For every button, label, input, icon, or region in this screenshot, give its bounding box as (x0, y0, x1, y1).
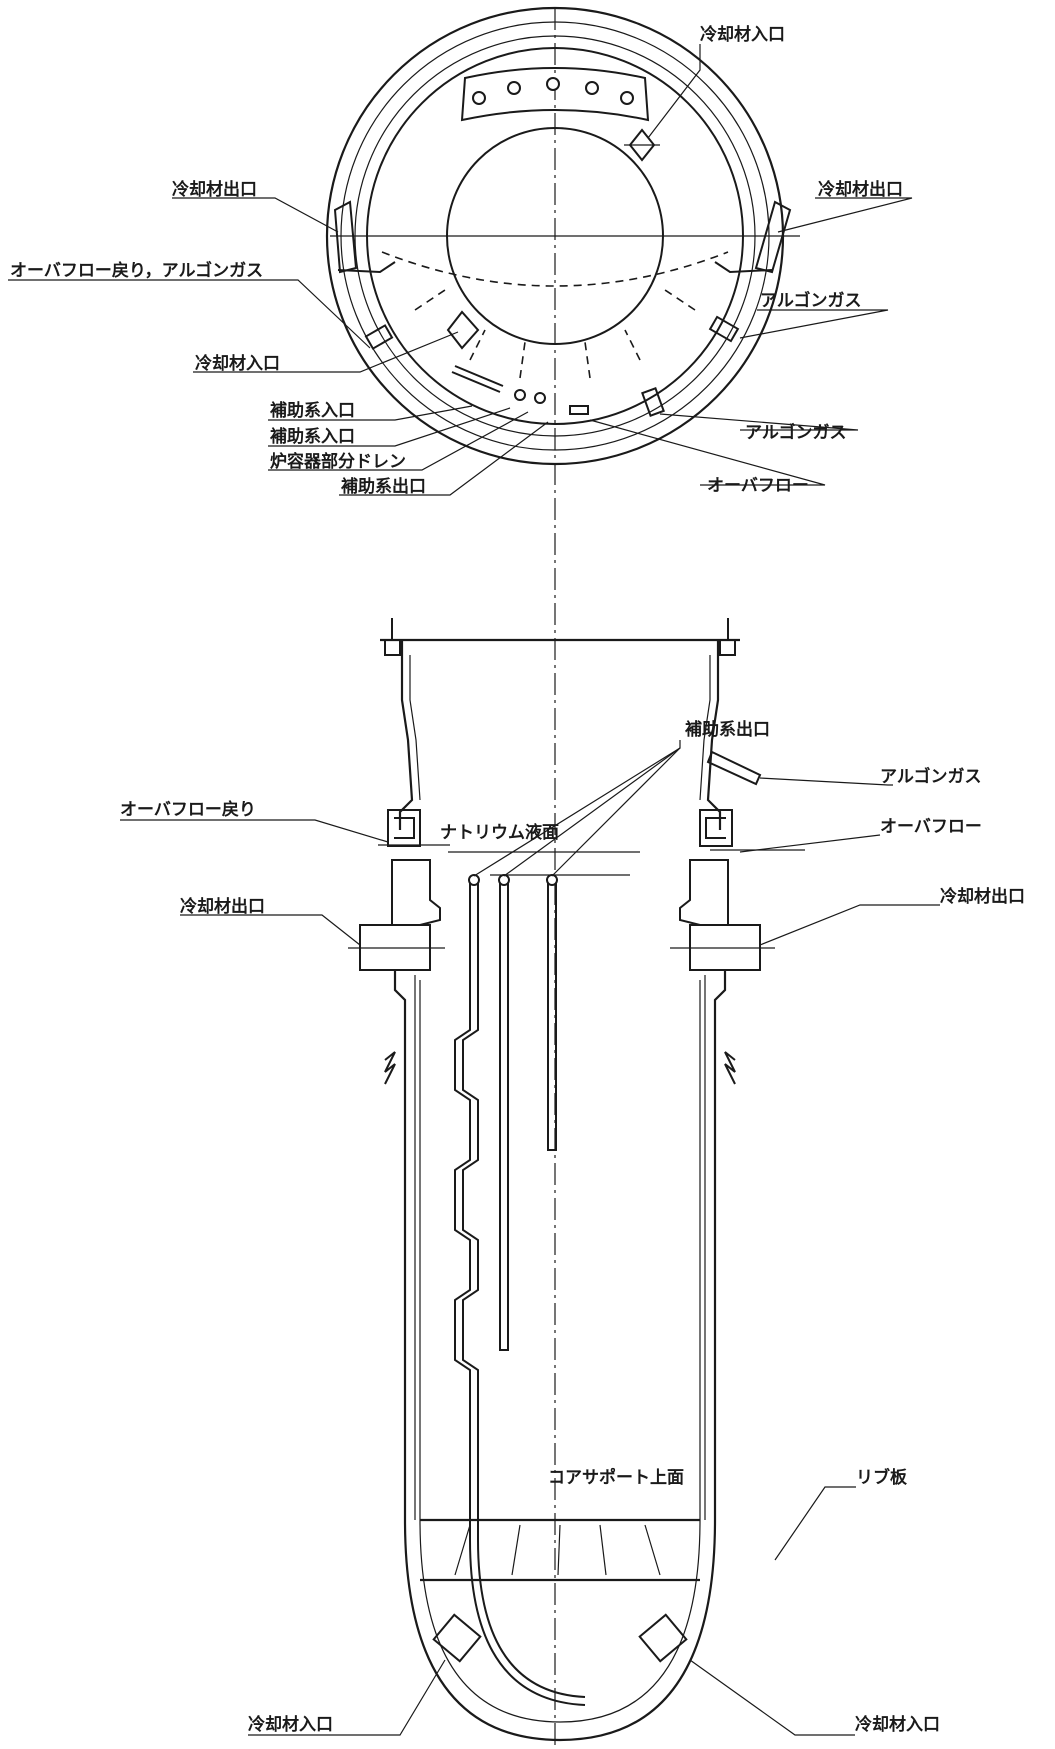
argon-nozzle (706, 750, 762, 786)
neck-wall-right-inner (699, 655, 711, 801)
label-side-coolant-outlet-right: 冷却材出口 (940, 886, 1025, 907)
coolant-outlet-nozzle-left (333, 200, 358, 274)
hole-plate (460, 67, 650, 122)
aux-pipe-head-3 (546, 874, 558, 886)
overflow-box-right (699, 809, 733, 847)
label-side-sodium-level: ナトリウム液面 (440, 822, 559, 843)
vessel-bottom-dome-inner (419, 1519, 701, 1723)
label-side-overflow-return: オーバフロー戻り (120, 799, 256, 820)
dashed-arc (381, 251, 729, 287)
lower-bracket-left (337, 261, 396, 274)
aux-pipe (451, 365, 504, 393)
rib-plates (454, 1524, 661, 1576)
rib-1 (414, 289, 446, 311)
vessel-bottom-dome (403, 1519, 717, 1742)
rib-5 (624, 329, 641, 361)
aux-outlet-pipe-mid (499, 879, 509, 1351)
plan-leaders (8, 44, 913, 496)
label-plan-argon-gas-1: アルゴンガス (760, 290, 862, 311)
nozzle-argon-lower (641, 387, 665, 417)
elevation-leaders (120, 740, 940, 1736)
rib-3 (519, 341, 526, 379)
plate-hole-3 (546, 77, 560, 91)
vessel-wall-right (713, 970, 727, 1520)
plate-hole-1 (472, 91, 486, 105)
plan-view (8, 6, 913, 496)
label-side-core-support-top: コアサポート上面 (548, 1467, 684, 1488)
label-plan-argon-gas-2: アルゴンガス (745, 422, 847, 443)
neck-wall-left-inner (409, 655, 421, 801)
label-side-coolant-inlet-right: 冷却材入口 (855, 1714, 940, 1735)
aux-outlet-pipe-long (454, 880, 586, 1706)
label-plan-aux-inlet-1: 補助系入口 (269, 400, 355, 421)
outlet-structure-right (679, 859, 729, 926)
rib-2 (469, 329, 486, 361)
nozzle-argon-right (708, 315, 740, 343)
label-side-aux-outlet: 補助系出口 (684, 719, 770, 740)
label-plan-overflow: オーバフロー (707, 476, 809, 496)
plate-hole-4 (585, 81, 599, 95)
plate-hole-5 (620, 91, 634, 105)
label-plan-aux-outlet: 補助系出口 (340, 476, 426, 497)
neck-wall-left (398, 640, 414, 830)
wall-hatch-right (724, 1051, 736, 1085)
label-side-argon-gas: アルゴンガス (880, 766, 982, 787)
label-plan-coolant-inlet-left: 冷却材入口 (195, 353, 280, 374)
rib-4 (584, 341, 591, 379)
label-plan-overflow-return-argon: オーバフロー戻り，アルゴンガス (10, 260, 263, 281)
vessel-wall-left (393, 970, 407, 1520)
label-plan-aux-inlet-2: 補助系入口 (269, 426, 355, 447)
aux-pipe-head-1 (468, 874, 480, 886)
flange-right (719, 640, 736, 656)
label-side-coolant-outlet-left: 冷却材出口 (180, 896, 265, 917)
aux-outlet-pipe-long-inner (462, 880, 586, 1698)
plate-hole-2 (507, 81, 521, 95)
outlet-structure-left (391, 859, 441, 926)
label-plan-coolant-outlet-left: 冷却材出口 (172, 179, 257, 200)
overflow-port (569, 405, 589, 415)
elevation-view (120, 618, 940, 1742)
coolant-inlet-nozzle-bottom-right (638, 1613, 688, 1663)
vessel-liner (419, 980, 701, 1520)
neck-wall-right (706, 640, 722, 830)
coolant-inlet-nozzle-bottom-left (432, 1613, 482, 1663)
lower-bracket-right (714, 261, 773, 274)
coolant-outlet-nozzle-right (754, 200, 792, 274)
aux-pipe-head-2 (498, 874, 510, 886)
overflow-box-left (387, 809, 421, 847)
rib-6 (664, 289, 696, 311)
label-plan-coolant-inlet-top: 冷却材入口 (700, 24, 785, 45)
label-plan-coolant-outlet-right: 冷却材出口 (818, 179, 903, 200)
aux-port-2 (534, 392, 546, 404)
coolant-inlet-nozzle-left (446, 310, 480, 350)
flange-left (384, 640, 401, 656)
label-side-rib-plate: リブ板 (856, 1467, 908, 1488)
nozzle-argon-left (364, 324, 394, 350)
label-side-overflow: オーバフロー (880, 817, 982, 837)
wall-hatch-left (384, 1051, 396, 1085)
label-side-coolant-inlet-left: 冷却材入口 (248, 1714, 333, 1735)
aux-port-1 (514, 389, 526, 401)
label-plan-vessel-drain: 炉容器部分ドレン (270, 451, 406, 472)
